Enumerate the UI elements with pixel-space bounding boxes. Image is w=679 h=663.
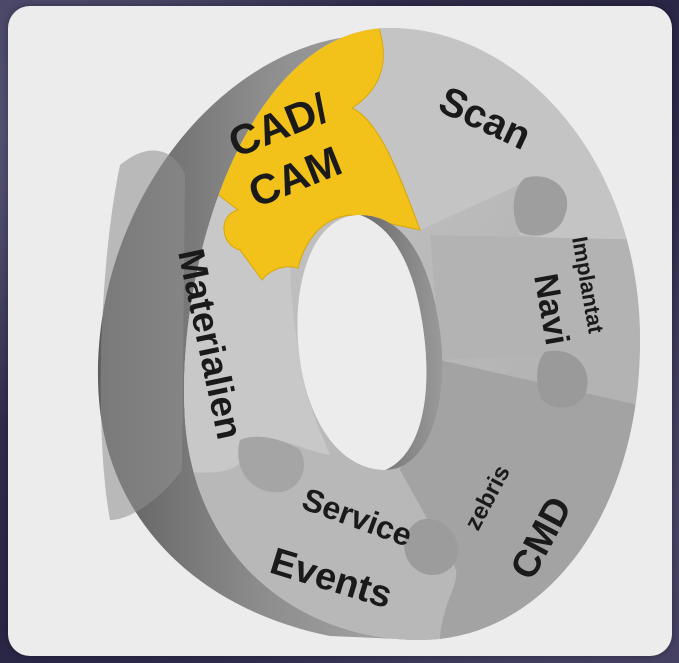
puzzle-knob-scan: [513, 176, 568, 236]
ring-left-shadow: [100, 150, 185, 520]
segment-materialien[interactable]: [180, 160, 330, 473]
segment-implantat-navi[interactable]: [430, 235, 660, 420]
puzzle-knob-service: [238, 436, 304, 493]
ring-inner-hole: [297, 215, 427, 470]
puzzle-knob-zebris: [404, 518, 459, 576]
ring-inner-wall: [360, 215, 443, 470]
puzzle-knob-navi: [537, 350, 588, 408]
